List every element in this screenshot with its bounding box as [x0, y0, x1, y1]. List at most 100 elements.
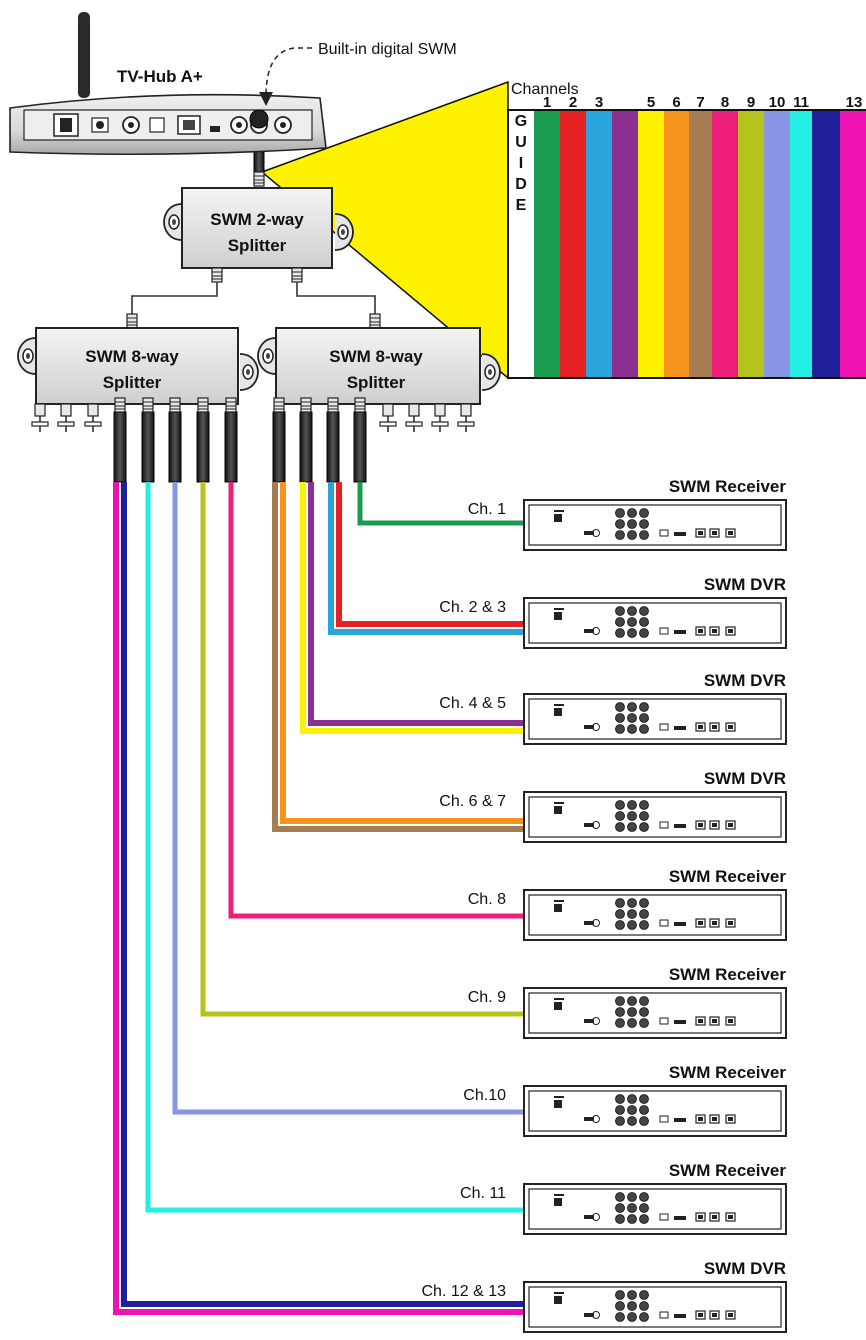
guide-letter: U [515, 134, 527, 151]
receiver-body [523, 499, 787, 551]
receiver-title: SWM Receiver [669, 1063, 787, 1082]
receiver-body [523, 889, 787, 941]
splitter-2way [163, 187, 354, 283]
callout-arrow [265, 47, 312, 97]
channel-band-8 [712, 110, 738, 378]
receiver-title: SWM DVR [704, 575, 786, 594]
channel-strip-frame [507, 109, 866, 379]
antenna [78, 12, 90, 98]
splitter-8way-right-line2: Splitter [347, 373, 406, 392]
callout-text: Built-in digital SWM [318, 41, 457, 58]
splitter-8way-left [17, 327, 259, 405]
channel-band-3 [586, 110, 612, 378]
tv-hub-device [9, 12, 327, 156]
receiver-body [523, 1183, 787, 1235]
receiver-channel-label: Ch. 11 [460, 1185, 506, 1202]
channel-label-3: 3 [595, 94, 603, 111]
receiver-body [523, 597, 787, 649]
channel-label-13: 13 [846, 94, 863, 111]
channel-band-11 [790, 110, 812, 378]
channel-band-5 [638, 110, 664, 378]
receiver-channel-label: Ch. 8 [468, 891, 506, 908]
receiver-title: SWM Receiver [669, 965, 787, 984]
guide-letter: E [516, 197, 527, 214]
splitter-port [225, 397, 237, 413]
receiver-title: SWM DVR [704, 671, 786, 690]
guide-band [508, 110, 534, 378]
channels-title: Channels [511, 81, 579, 98]
hub-output-connector [253, 171, 265, 187]
receiver-channel-label: Ch. 2 & 3 [439, 599, 506, 616]
channel-band-10 [764, 110, 790, 378]
channel-label-11: 11 [793, 94, 809, 111]
hub-label: TV-Hub A+ [117, 67, 203, 86]
receiver-title: SWM DVR [704, 1259, 786, 1278]
receiver-title: SWM Receiver [669, 1161, 787, 1180]
splitter-port [273, 397, 285, 413]
channel-band-13 [840, 110, 866, 378]
receiver-9: SWM DVR Ch. 12 & 13 [422, 1259, 787, 1333]
receiver-channel-label: Ch. 9 [468, 989, 506, 1006]
channel-band-9 [738, 110, 764, 378]
receiver-3: SWM DVR Ch. 4 & 5 [439, 671, 787, 745]
splitter-port [300, 397, 312, 413]
channel-label-7: 7 [696, 94, 704, 111]
channel-label-9: 9 [747, 94, 755, 111]
guide-letter: I [519, 155, 523, 172]
guide-letter: D [515, 176, 527, 193]
receiver-channel-label: Ch. 1 [468, 501, 506, 518]
receiver-body [523, 791, 787, 843]
splitter-port [169, 397, 181, 413]
splitter-port [142, 397, 154, 413]
receiver-channel-label: Ch.10 [463, 1087, 506, 1104]
receiver-channel-label: Ch. 4 & 5 [439, 695, 506, 712]
receiver-body [523, 1281, 787, 1333]
channel-label-2: 2 [569, 94, 577, 111]
channel-band-6 [664, 110, 689, 378]
channel-label-12: 12 [818, 94, 835, 111]
splitter-port [197, 397, 209, 413]
channel-band-7 [689, 110, 712, 378]
channel-label-8: 8 [721, 94, 729, 111]
left-terminators [31, 403, 102, 433]
receiver-4: SWM DVR Ch. 6 & 7 [439, 769, 787, 843]
receiver-channel-label: Ch. 6 & 7 [439, 793, 506, 810]
splitter-2way-line1: SWM 2-way [210, 210, 304, 229]
splitter-8way-right [257, 327, 501, 405]
channel-label-5: 5 [647, 94, 655, 111]
receiver-body [523, 1085, 787, 1137]
splitter-8way-right-line1: SWM 8-way [329, 347, 423, 366]
channel-bands [534, 110, 866, 378]
channel-band-12 [812, 110, 840, 378]
channel-label-4: 4 [621, 94, 630, 111]
receiver-title: SWM Receiver [669, 867, 787, 886]
receiver-body [523, 693, 787, 745]
receiver-channel-label: Ch. 12 & 13 [422, 1283, 507, 1300]
splitter-2way-line2: Splitter [228, 236, 287, 255]
splitter-port [327, 397, 339, 413]
receiver-title: SWM Receiver [669, 477, 787, 496]
swm-output-port [249, 109, 269, 129]
splitter-port [114, 397, 126, 413]
channel-band-4 [612, 110, 638, 378]
splitter-8way-left-line1: SWM 8-way [85, 347, 179, 366]
splitter-port [354, 397, 366, 413]
channel-label-10: 10 [769, 94, 786, 111]
receiver-title: SWM DVR [704, 769, 786, 788]
receiver-body [523, 987, 787, 1039]
receiver-2: SWM DVR Ch. 2 & 3 [439, 575, 787, 649]
channel-label-1: 1 [543, 94, 551, 111]
coax-cables [113, 397, 524, 1315]
channel-band-1 [534, 110, 560, 378]
guide-letter: G [515, 113, 527, 130]
splitter-8way-left-line2: Splitter [103, 373, 162, 392]
